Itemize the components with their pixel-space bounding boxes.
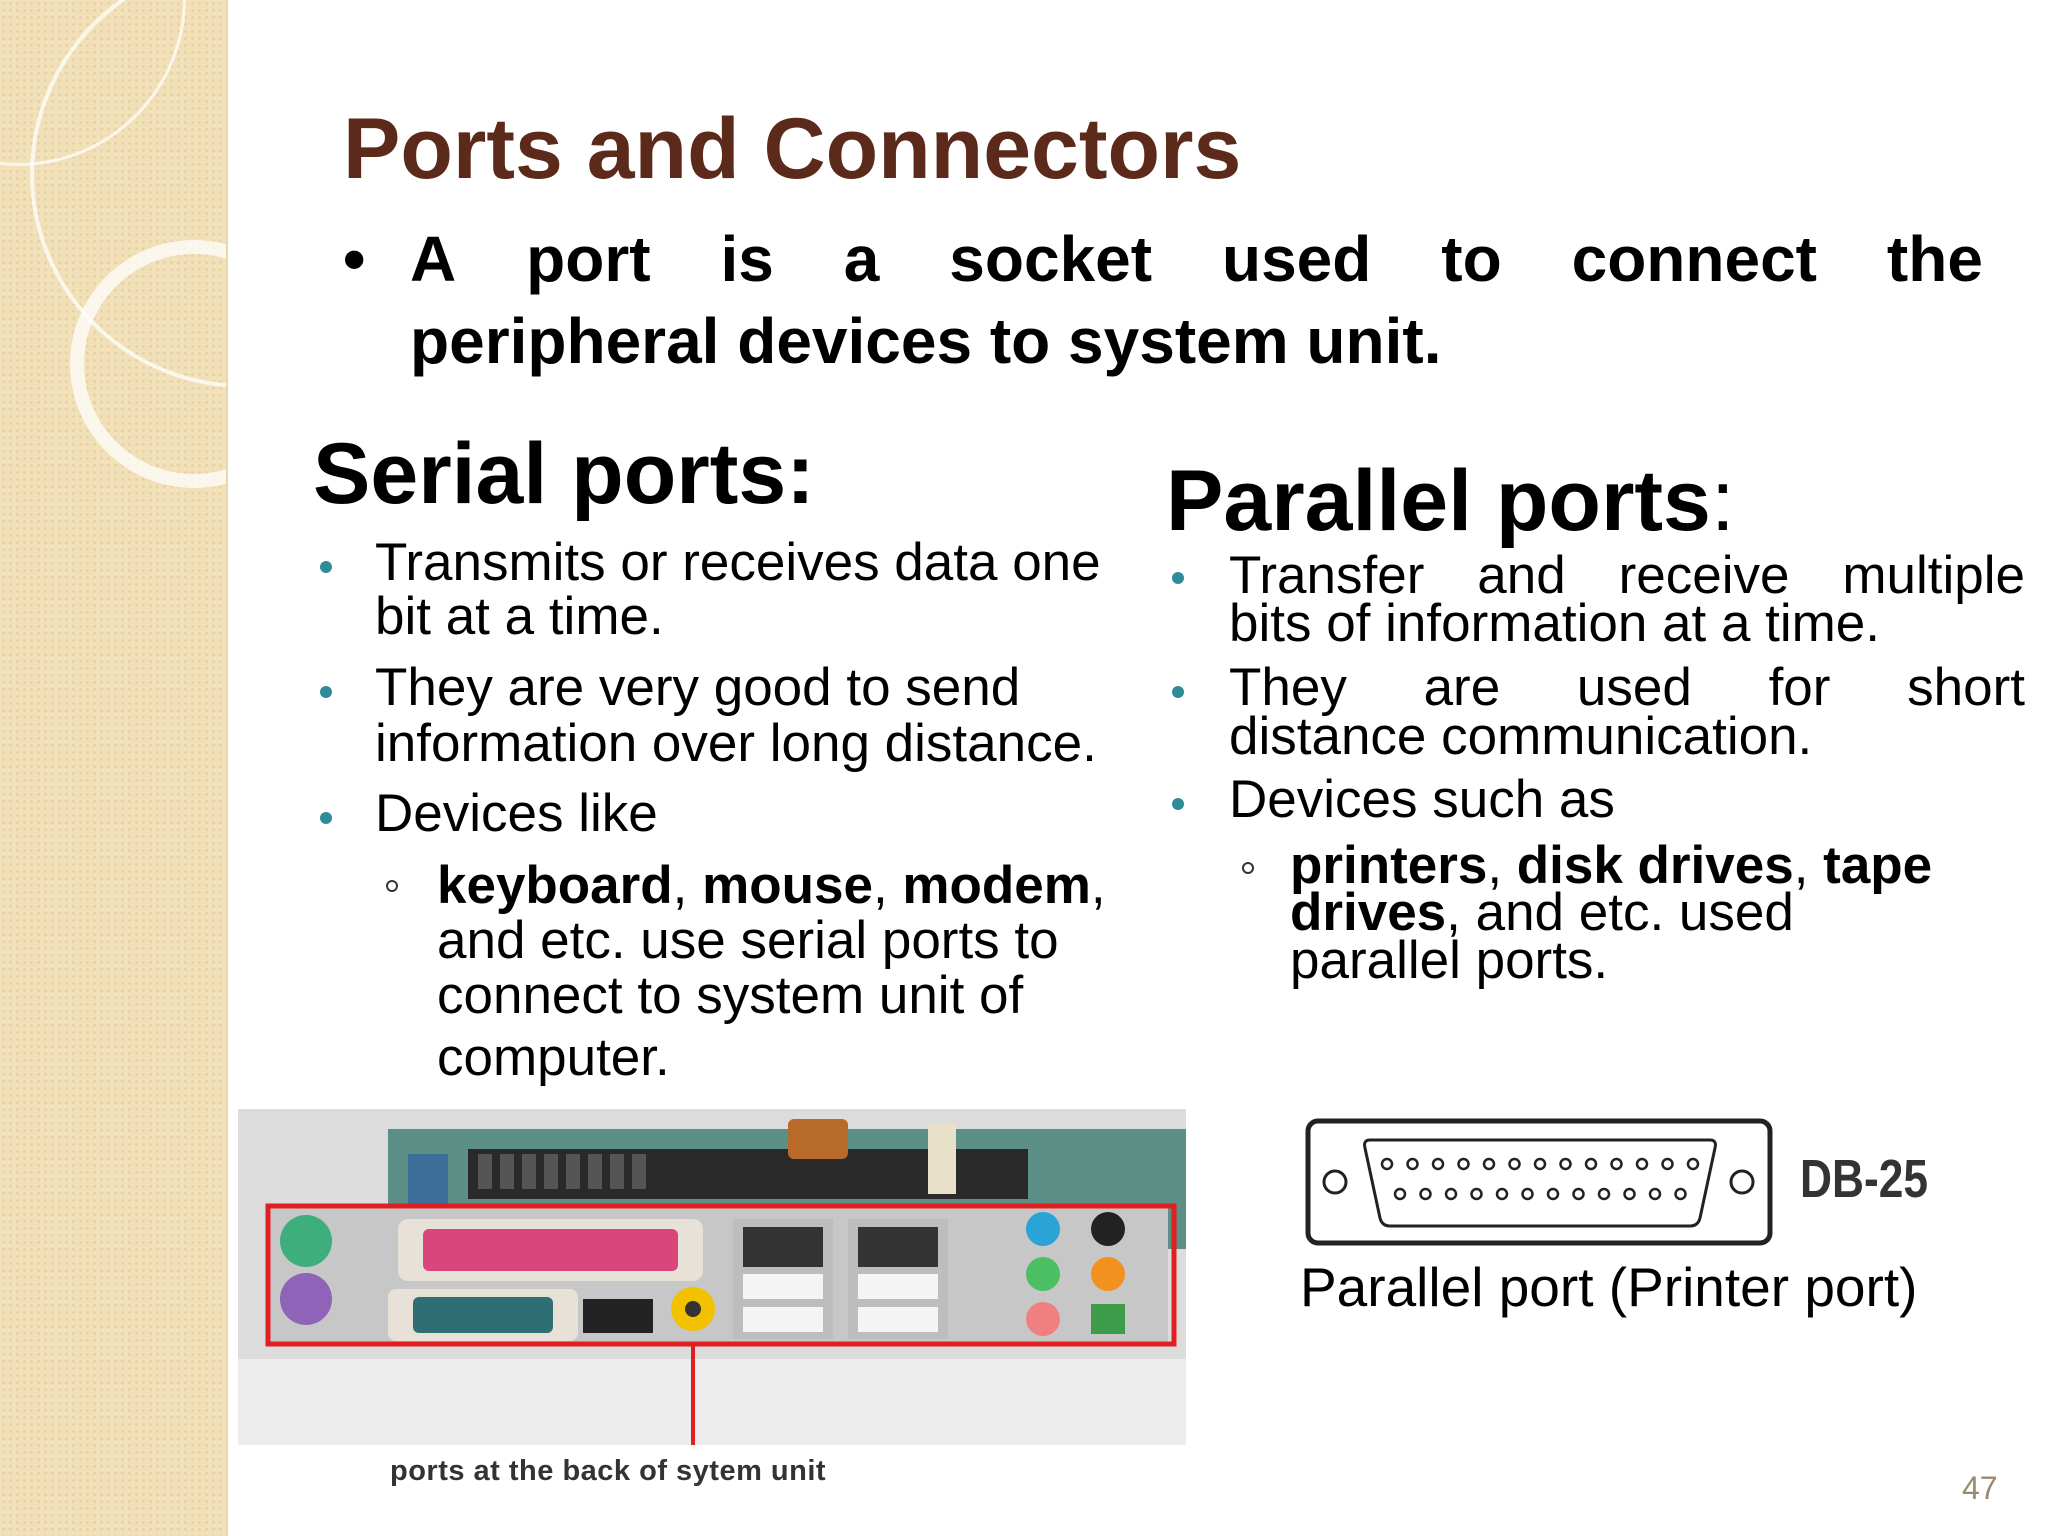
serial-bullet-1-marker [320, 561, 332, 573]
serial-bullet-2-line-2: information over long distance. [375, 714, 1097, 773]
db25-pin [1419, 1187, 1432, 1201]
db25-pin [1610, 1157, 1623, 1171]
parallel-bullet-1-line-1-word: multiple [1842, 546, 2025, 605]
photo-caption: ports at the back of sytem unit [390, 1455, 827, 1487]
intro-bullet-marker: • [343, 223, 366, 295]
db25-pin [1546, 1187, 1560, 1201]
parallel-bullet-2-line-1-word: are [1423, 658, 1501, 717]
parallel-sub-line-1: printers, disk drives, tape [1290, 836, 1933, 895]
serial-sub-line-1: keyboard, mouse, modem, [437, 856, 1106, 915]
device-mouse: mouse [702, 856, 873, 915]
db25-pin [1521, 1187, 1534, 1201]
db25-pin [1584, 1157, 1598, 1171]
serial-bullet-3-marker [320, 812, 332, 824]
db25-pin [1482, 1157, 1496, 1171]
intro-line-1-word: port [526, 223, 651, 295]
serial-bullet-2-marker [320, 686, 332, 698]
db25-pin [1661, 1157, 1674, 1171]
parallel-port-caption: Parallel port (Printer port) [1300, 1256, 1918, 1318]
decorative-sidebar [0, 0, 228, 1536]
parallel-bullet-1-line-1: Transfer and receive multiple [1229, 548, 2025, 604]
device-modem: modem [902, 856, 1091, 915]
db25-pin [1648, 1187, 1662, 1201]
db25-pin [1495, 1187, 1509, 1201]
db25-pin [1597, 1187, 1611, 1201]
db25-pin [1380, 1157, 1394, 1171]
parallel-bullet-2-line-1: They are used for short [1229, 660, 2025, 716]
db25-pin [1508, 1157, 1521, 1171]
parallel-sub-line-2: drives, and etc. used [1290, 883, 1794, 942]
intro-line-1-word: the [1886, 223, 1983, 295]
slide-title: Ports and Connectors [343, 101, 1242, 197]
serial-sub-line-4: computer. [437, 1028, 670, 1087]
intro-line-1-word: socket [949, 223, 1153, 295]
db25-pin [1686, 1157, 1700, 1171]
motherboard-ports-photo [238, 1109, 1186, 1445]
parallel-bullet-2-line-1-word: used [1576, 658, 1692, 717]
db25-pin [1431, 1157, 1445, 1171]
device-disk-drives: disk drives [1516, 836, 1794, 895]
serial-bullet-1-line-1: Transmits or receives data one [375, 533, 1101, 592]
db25-label: DB-25 [1800, 1149, 1928, 1209]
device-keyboard: keyboard [437, 856, 673, 915]
intro-line-1-word: is [720, 223, 774, 295]
db25-pin [1406, 1157, 1419, 1171]
serial-sub-line-2: and etc. use serial ports to [437, 911, 1059, 970]
db25-pin [1572, 1187, 1585, 1201]
device-tape-drives: tape [1823, 836, 1933, 895]
serial-bullet-3: Devices like [375, 784, 658, 843]
parallel-bullet-3: Devices such as [1229, 770, 1615, 829]
parallel-bullet-2-line-1-word: for [1768, 658, 1831, 717]
motherboard-ports-illustration [238, 1109, 1186, 1445]
parallel-bullet-1-line-1-word: Transfer [1229, 546, 1425, 605]
intro-line-2: peripheral devices to system unit. [410, 305, 1442, 377]
intro-line-1-word: to [1441, 223, 1502, 295]
parallel-bullet-1-line-1-word: and [1477, 546, 1566, 605]
db25-pin [1559, 1157, 1572, 1171]
parallel-bullet-2-line-1-word: short [1907, 658, 2025, 717]
serial-ports-heading: Serial ports: [313, 426, 815, 522]
parallel-bullet-2-marker [1172, 686, 1184, 698]
db25-pin [1623, 1187, 1636, 1201]
parallel-bullet-1-line-1-word: receive [1618, 546, 1790, 605]
db25-pin [1674, 1187, 1687, 1201]
parallel-sub-line-3: parallel ports. [1290, 931, 1609, 990]
parallel-bullet-2-line-2: distance communication. [1229, 707, 1813, 766]
parallel-bullet-1-line-2: bits of information at a time. [1229, 594, 1881, 653]
intro-line-1-word: connect [1571, 223, 1817, 295]
serial-sub-line-3: connect to system unit of [437, 966, 1024, 1025]
db25-pin [1470, 1187, 1483, 1201]
sidebar-edge [226, 0, 228, 1536]
intro-line-1-word: used [1221, 223, 1372, 295]
intro-line-1-word: A [410, 223, 457, 295]
db25-connector-icon [1305, 1118, 1773, 1246]
device-printers: printers [1290, 836, 1488, 895]
intro-line-1-word: a [843, 223, 880, 295]
parallel-bullet-2-line-1-word: They [1229, 658, 1347, 717]
db25-pin [1393, 1187, 1407, 1201]
db25-pin [1533, 1157, 1547, 1171]
serial-bullet-1-line-2: bit at a time. [375, 587, 664, 646]
db25-pin [1635, 1157, 1649, 1171]
parallel-bullet-3-marker [1172, 798, 1184, 810]
serial-bullet-2-line-1: They are very good to send [375, 658, 1021, 717]
parallel-bullet-1-marker [1172, 572, 1184, 584]
parallel-ports-heading: Parallel ports: [1166, 453, 1735, 549]
page-number: 47 [1962, 1470, 1998, 1506]
serial-sub-bullet-marker [386, 880, 398, 892]
db25-pin [1444, 1187, 1458, 1201]
parallel-sub-bullet-marker [1242, 862, 1254, 874]
db25-pin [1457, 1157, 1470, 1171]
